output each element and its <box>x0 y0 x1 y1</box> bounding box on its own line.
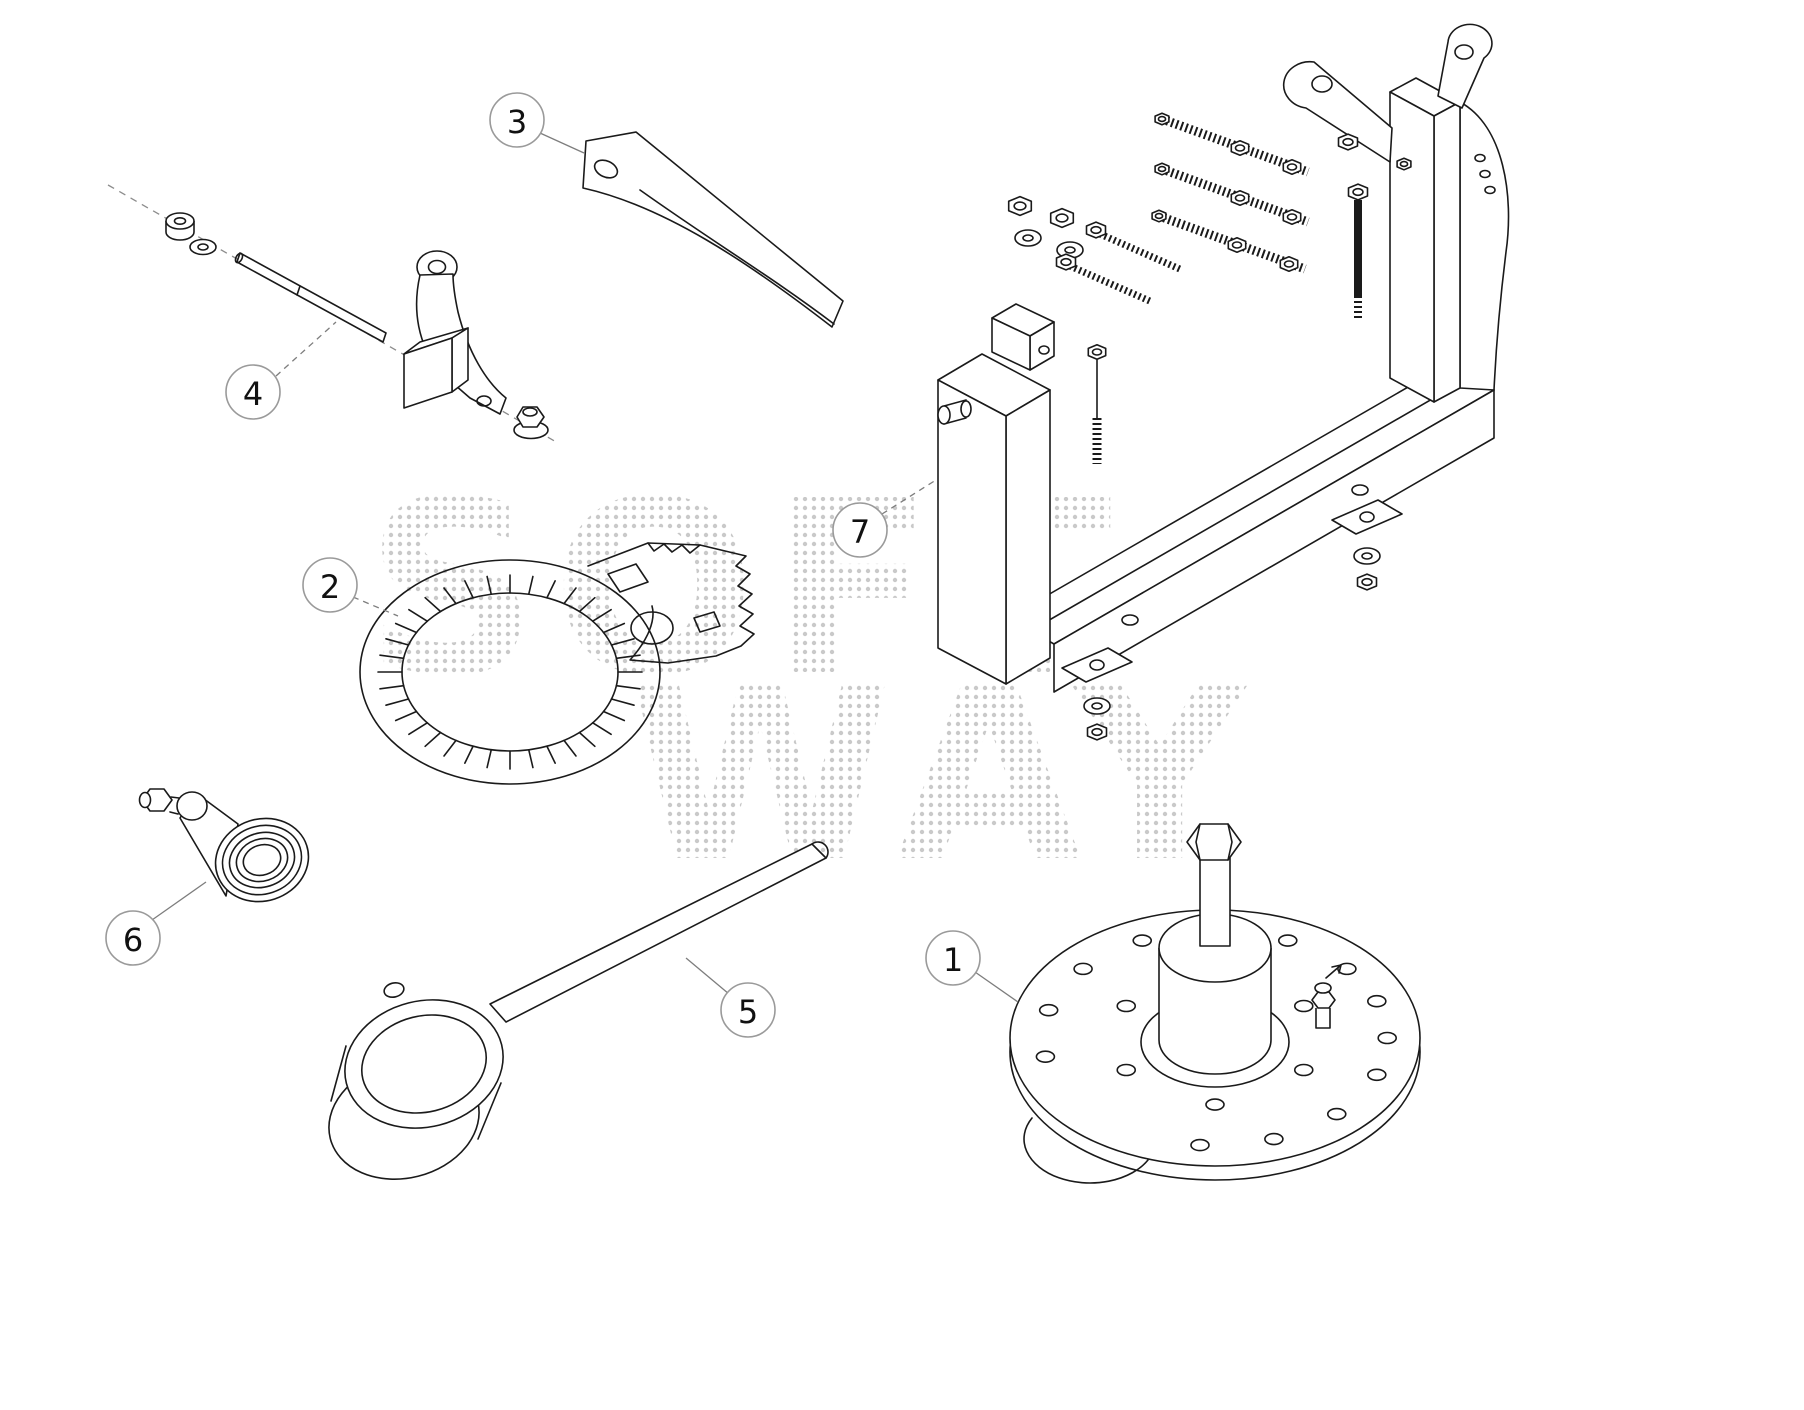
callout-5[interactable]: 5 <box>685 957 776 1038</box>
part-adapter-fitting <box>138 788 310 903</box>
flange-nut <box>513 406 549 440</box>
callout-circle[interactable] <box>489 92 545 148</box>
cup-opening <box>344 999 504 1129</box>
clevis-bracket <box>1282 23 1493 163</box>
frame-beam-front <box>1053 389 1495 693</box>
part-puller-plate-assembly <box>1009 823 1421 1184</box>
hub-cylinder <box>1158 948 1272 1075</box>
wrench-arm <box>587 542 755 664</box>
callout-number: 1 <box>943 941 963 979</box>
callout-circle[interactable] <box>832 502 888 558</box>
washer-set-right <box>1331 499 1403 535</box>
cap-nut <box>165 212 217 256</box>
part-lever-arm-assembly <box>107 184 559 444</box>
center-bolt-shaft <box>1199 857 1231 947</box>
callout-number: 3 <box>507 103 527 141</box>
washer-set-left <box>1061 647 1133 683</box>
callout-7[interactable]: 7 <box>832 479 937 558</box>
direction-arrow <box>1325 964 1342 979</box>
callout-leader <box>275 321 337 377</box>
callout-1[interactable]: 1 <box>925 930 1019 1003</box>
callout-leader <box>352 596 399 617</box>
callout-3[interactable]: 3 <box>489 92 585 154</box>
post-top-block <box>991 303 1055 371</box>
callout-2[interactable]: 2 <box>302 557 399 617</box>
callout-leader <box>151 881 207 921</box>
callout-number: 6 <box>123 921 143 959</box>
wrench-handle <box>489 843 827 1023</box>
washers <box>1014 229 1381 715</box>
callout-circle[interactable] <box>302 557 358 613</box>
part-flat-blade-tool <box>582 131 844 328</box>
callout-number: 7 <box>850 513 870 551</box>
threaded-rod <box>234 252 387 343</box>
callout-circle[interactable] <box>225 364 281 420</box>
watermark-text-line2: WAY <box>628 635 1261 915</box>
callout-circle[interactable] <box>105 910 161 966</box>
grease-fitting <box>1311 964 1342 1029</box>
hex-nuts <box>1007 112 1412 741</box>
hex-bolts <box>1068 200 1362 318</box>
callout-leader <box>685 957 730 995</box>
callout-number: 5 <box>738 993 758 1031</box>
callout-leader <box>974 971 1019 1003</box>
part-toothed-ring-wrench <box>359 542 755 785</box>
lever-bracket <box>403 250 507 415</box>
part-cup-wrench <box>328 841 829 1181</box>
callout-4[interactable]: 4 <box>225 321 337 420</box>
callout-number: 4 <box>243 375 263 413</box>
part-support-frame-assembly <box>937 23 1510 741</box>
threaded-studs <box>1157 114 1310 274</box>
cup-lug <box>383 981 405 999</box>
callout-circle[interactable] <box>925 930 981 986</box>
plate-notch <box>1023 1117 1149 1184</box>
blade-hole <box>593 159 619 179</box>
gear-teeth <box>377 574 643 770</box>
callout-circle[interactable] <box>720 982 776 1038</box>
square-drive-hole <box>607 563 649 593</box>
post-pivot-bolt <box>937 399 972 425</box>
curved-side-plate <box>1459 101 1510 391</box>
callout-number: 2 <box>320 568 340 606</box>
callout-6[interactable]: 6 <box>105 881 207 966</box>
callout-leader <box>539 132 585 154</box>
